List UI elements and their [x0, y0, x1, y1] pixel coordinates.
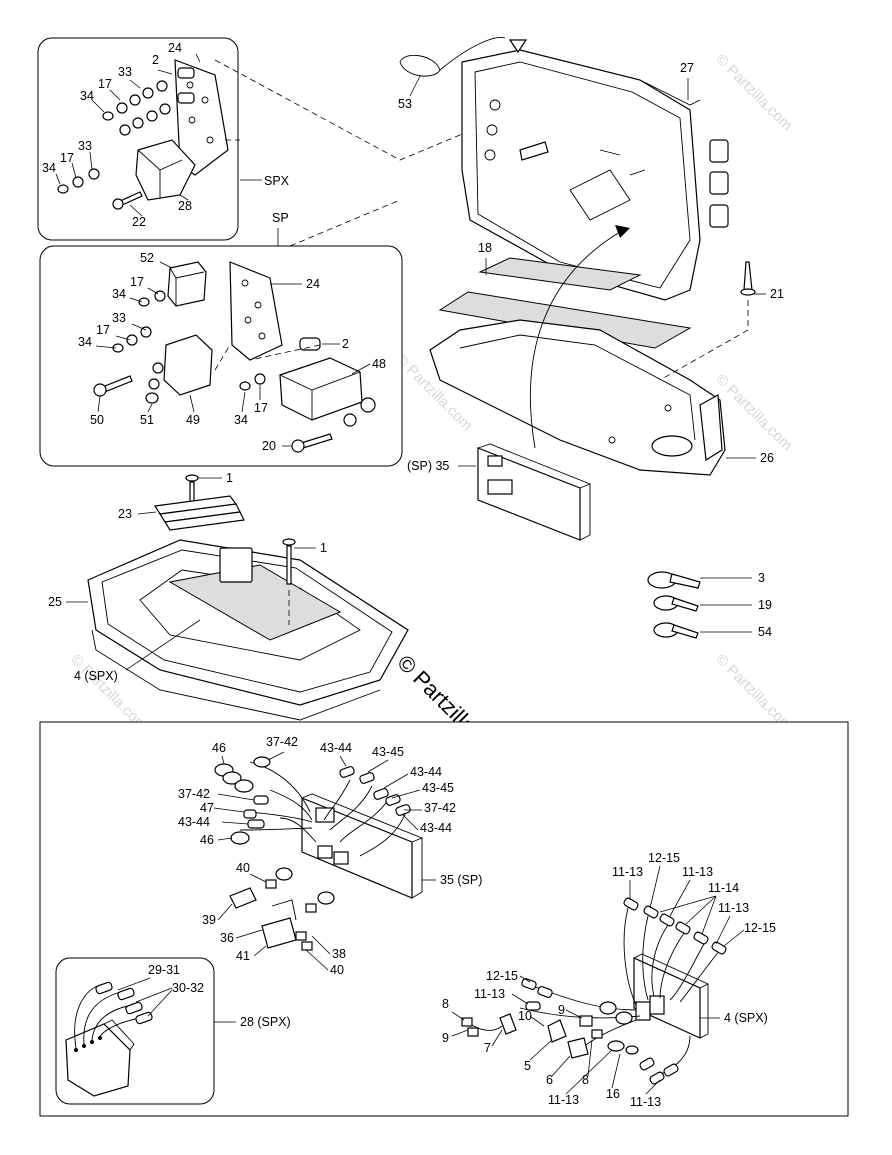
right-callout-16: 16	[606, 1087, 620, 1101]
wire-callout-36: 36	[220, 931, 234, 945]
wire-callout-47: 47	[200, 801, 214, 815]
callout-1: 1	[226, 471, 233, 485]
callout-17: 17	[254, 401, 268, 415]
callout-27: 27	[680, 61, 694, 75]
callout-24: 24	[168, 41, 182, 55]
callout-18: 18	[478, 241, 492, 255]
wire-callout-35-sp: 35 (SP)	[440, 873, 482, 887]
right-callout-11-13: 11-13	[612, 865, 643, 879]
wire-callout-43-45: 43-45	[422, 781, 454, 795]
wire-callout-37-42: 37-42	[266, 735, 298, 749]
callout-24: 24	[306, 277, 320, 291]
sub-callout-28-spx: 28 (SPX)	[240, 1015, 291, 1029]
wire-callout-43-44: 43-44	[410, 765, 442, 779]
right-callout-7: 7	[484, 1041, 491, 1055]
right-callout-12-15: 12-15	[744, 921, 776, 935]
callout-17: 17	[60, 151, 74, 165]
watermark-text: © Partzilla.com	[712, 51, 795, 134]
callout-28: 28	[178, 199, 192, 213]
right-callout-9: 9	[558, 1003, 565, 1017]
cable-ties: 3 19 54	[647, 571, 772, 639]
right-callout-12-15: 12-15	[486, 969, 518, 983]
callout-52: 52	[140, 251, 154, 265]
callout-33: 33	[112, 311, 126, 325]
callout-2: 2	[152, 53, 159, 67]
callout-50: 50	[90, 413, 104, 427]
callout-17: 17	[96, 323, 110, 337]
callout-4-spx: 4 (SPX)	[74, 669, 118, 683]
housing-27: 53 27	[398, 37, 729, 301]
callout-35-sp: (SP) 35	[407, 459, 449, 473]
callout-34: 34	[78, 335, 92, 349]
right-callout-5: 5	[524, 1059, 531, 1073]
wire-callout-37-42: 37-42	[178, 787, 210, 801]
wire-callout-37-42: 37-42	[424, 801, 456, 815]
right-callout-9: 9	[442, 1031, 449, 1045]
wire-callout-40: 40	[236, 861, 250, 875]
base-tray-25: 1 23 1 25 4 (SPX)	[48, 471, 409, 721]
wire-callout-39: 39	[202, 913, 216, 927]
sp-panel: SP	[39, 199, 403, 467]
callout-21: 21	[770, 287, 784, 301]
wire-callout-43-44: 43-44	[320, 741, 352, 755]
callout-17: 17	[130, 275, 144, 289]
wire-callout-43-44: 43-44	[420, 821, 452, 835]
right-callout-12-15: 12-15	[648, 851, 680, 865]
callout-19: 19	[758, 598, 772, 612]
wire-callout-43-45: 43-45	[372, 745, 404, 759]
callout-22: 22	[132, 215, 146, 229]
callout-34: 34	[234, 413, 248, 427]
right-callout-11-13: 11-13	[718, 901, 749, 915]
callout-17: 17	[98, 77, 112, 91]
wire-callout-40: 40	[330, 963, 344, 977]
right-callout-11-13: 11-13	[474, 987, 505, 1001]
callout-54: 54	[758, 625, 772, 639]
wire-callout-41: 41	[236, 949, 250, 963]
wire-callout-46: 46	[200, 833, 214, 847]
right-callout-8: 8	[582, 1073, 589, 1087]
callout-48: 48	[372, 357, 386, 371]
right-callout-11-13: 11-13	[548, 1093, 579, 1107]
washer-stack	[57, 80, 171, 194]
right-callout-8: 8	[442, 997, 449, 1011]
right-callout-6: 6	[546, 1073, 553, 1087]
right-callout-11-13: 11-13	[630, 1095, 661, 1109]
wire-callout-38: 38	[332, 947, 346, 961]
callout-1: 1	[320, 541, 327, 555]
callout-3: 3	[758, 571, 765, 585]
right-callout-11-14: 11-14	[708, 881, 739, 895]
spx-panel-label: SPX	[264, 174, 290, 188]
callout-20: 20	[262, 439, 276, 453]
cover-assembly: 18 21 26	[429, 225, 784, 476]
callout-2: 2	[342, 337, 349, 351]
right-callout-10: 10	[518, 1009, 532, 1023]
callout-25: 25	[48, 595, 62, 609]
callout-53: 53	[398, 97, 412, 111]
right-callout-4-spx: 4 (SPX)	[724, 1011, 768, 1025]
spx-panel: 24 2 33 17 34 33 17 34 22 28 SPX	[37, 37, 521, 241]
sub-callout-30-32: 30-32	[172, 981, 204, 995]
wire-callout-43-44: 43-44	[178, 815, 210, 829]
callout-33: 33	[118, 65, 132, 79]
sub-callout-29-31: 29-31	[148, 963, 180, 977]
sp-panel-label: SP	[272, 211, 289, 225]
callout-51: 51	[140, 413, 154, 427]
wire-callout-46: 46	[212, 741, 226, 755]
callout-23: 23	[118, 507, 132, 521]
right-callout-11-13: 11-13	[682, 865, 713, 879]
callout-34: 34	[42, 161, 56, 175]
callout-34: 34	[112, 287, 126, 301]
callout-26: 26	[760, 451, 774, 465]
module-35-sp: (SP) 35	[407, 443, 592, 541]
callout-49: 49	[186, 413, 200, 427]
wiring-panel: 35 (SP) 46 37-42 43-44 43-45	[39, 721, 849, 1117]
callout-33: 33	[78, 139, 92, 153]
callout-34: 34	[80, 89, 94, 103]
